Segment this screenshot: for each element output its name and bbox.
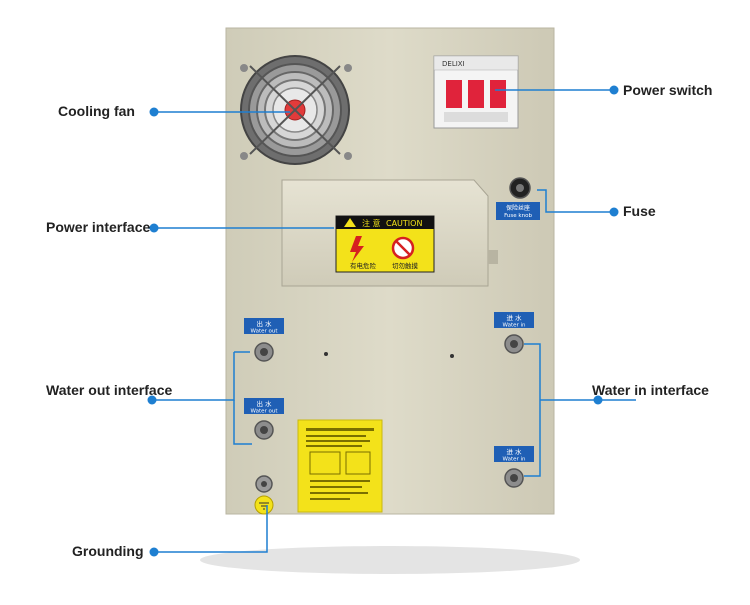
water-in-bottom-cn: 进 水: [506, 447, 522, 456]
label-grounding: Grounding: [72, 543, 144, 559]
label-water-out-interface: Water out interface: [46, 382, 173, 398]
water-out-bottom-graphic: 出 水 Water out: [244, 398, 284, 440]
callout-line-fuse: [537, 189, 614, 213]
label-cooling-fan: Cooling fan: [58, 103, 135, 119]
fuse-tag-en: Fuse knob: [504, 213, 532, 219]
dot-cooling-fan: [149, 107, 159, 117]
caution-en-text: CAUTION: [386, 219, 422, 228]
callout-line-water-in-top: [524, 343, 541, 400]
label-water-in-interface: Water in interface: [592, 382, 709, 398]
fuse-tag-cn: 保险丝座: [506, 204, 530, 212]
water-out-top-cn: 出 水: [256, 319, 272, 328]
caution-cn-text: 注 意: [362, 218, 381, 228]
water-out-bottom-en: Water out: [250, 409, 278, 415]
water-out-bottom-cn: 出 水: [256, 399, 272, 408]
water-in-top-graphic: 进 水 Water in: [494, 312, 534, 354]
water-in-bottom-en: Water in: [502, 457, 526, 463]
high-voltage-icon: [350, 236, 364, 262]
water-in-bottom-graphic: 进 水 Water in: [494, 446, 534, 488]
no-touch-cn: 切勿触摸: [392, 261, 419, 270]
callout-line-water-in-bottom: [524, 400, 541, 477]
dot-power-interface: [149, 223, 159, 233]
cooling-fan-graphic: [240, 55, 352, 165]
dot-grounding: [149, 547, 159, 557]
callout-dots: [147, 85, 619, 557]
label-fuse: Fuse: [623, 203, 656, 219]
power-interface-graphic: 注 意 CAUTION 有电危险 切勿触摸: [281, 179, 498, 287]
water-in-top-en: Water in: [502, 323, 526, 329]
dot-power-switch: [609, 85, 619, 95]
power-switch-graphic: DELIXI: [433, 55, 519, 129]
callout-line-water-out-bottom: [233, 400, 252, 445]
grounding-graphic: [254, 475, 274, 515]
electric-hazard-cn: 有电危险: [350, 261, 377, 270]
dot-water-out: [147, 395, 157, 405]
dot-water-in: [593, 395, 603, 405]
dot-fuse: [609, 207, 619, 217]
label-power-switch: Power switch: [623, 82, 713, 98]
water-out-top-en: Water out: [250, 329, 278, 335]
label-power-interface: Power interface: [46, 219, 151, 235]
instruction-sticker: [297, 419, 383, 513]
water-out-top-graphic: 出 水 Water out: [244, 318, 284, 362]
callout-line-grounding: [154, 505, 268, 553]
water-in-top-cn: 进 水: [506, 313, 522, 322]
breaker-brand-text: DELIXI: [442, 60, 465, 68]
panel-shadow: [200, 546, 580, 574]
callout-lines: [148, 89, 636, 553]
fuse-graphic: 保险丝座 Fuse knob: [496, 177, 540, 220]
